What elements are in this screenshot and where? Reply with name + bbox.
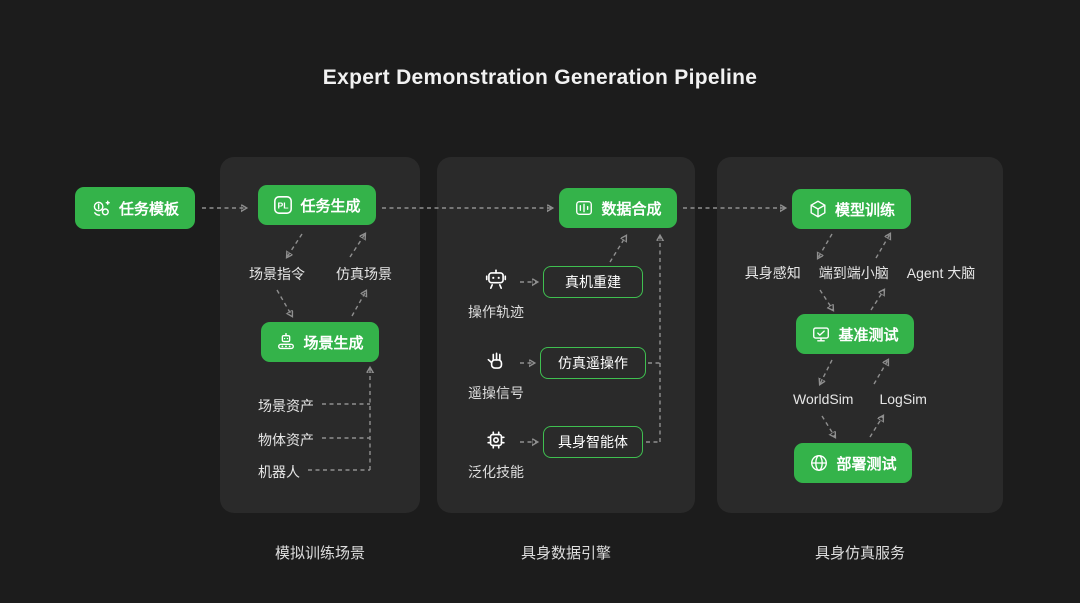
node-label: 部署测试 <box>836 455 897 473</box>
box-embodied-agent: 具身智能体 <box>543 426 643 458</box>
caption-teleop-signal: 遥操信号 <box>468 385 524 401</box>
pl-badge-icon: PL <box>274 196 293 214</box>
label-sim-scene: 仿真场景 <box>336 266 392 282</box>
label-robot: 机器人 <box>258 464 300 480</box>
page-title: Expert Demonstration Generation Pipeline <box>322 66 758 89</box>
node-deployment-testing: 部署测试 <box>794 443 912 483</box>
node-label: 任务模板 <box>118 200 179 218</box>
robot-icon <box>485 269 507 289</box>
node-scene-generation: 场景生成 <box>261 322 379 362</box>
label-row-brains: 具身感知 端到端小脑 Agent 大脑 <box>717 263 1003 283</box>
pl-badge-text: PL <box>278 200 289 210</box>
label-logsim: LogSim <box>879 391 927 407</box>
box-sim-teleoperation: 仿真遥操作 <box>540 347 646 379</box>
monitor-check-icon <box>813 327 830 342</box>
cube-icon <box>810 200 826 218</box>
node-label: 任务生成 <box>300 197 361 215</box>
globe-icon <box>811 455 828 471</box>
label-agent-brain: Agent 大脑 <box>906 265 976 281</box>
label-scene-assets: 场景资产 <box>258 398 314 414</box>
glove-icon <box>487 352 503 369</box>
label-object-assets: 物体资产 <box>258 432 314 448</box>
node-benchmark-testing: 基准测试 <box>796 314 914 354</box>
caption-panel1: 模拟训练场景 <box>274 545 365 562</box>
caption-panel3: 具身仿真服务 <box>814 545 905 562</box>
node-label: 数据合成 <box>601 200 662 218</box>
node-label: 场景生成 <box>303 334 364 352</box>
caption-panel2: 具身数据引擎 <box>520 545 611 562</box>
scene-generation-icon <box>278 333 295 350</box>
node-task-template: 任务模板 <box>75 187 195 229</box>
label-row-sims: WorldSim LogSim <box>717 391 1003 407</box>
node-label: 基准测试 <box>838 326 899 344</box>
money-task-icon <box>93 200 110 216</box>
node-model-training: 模型训练 <box>792 189 911 229</box>
label-embodied-perception: 具身感知 <box>744 265 801 281</box>
label-scene-command: 场景指令 <box>249 266 305 282</box>
caption-generalized-skills: 泛化技能 <box>468 464 524 480</box>
node-task-generation: PL 任务生成 <box>258 185 376 225</box>
node-label: 模型训练 <box>834 201 895 219</box>
caption-operation-trajectory: 操作轨迹 <box>468 304 524 320</box>
label-worldsim: WorldSim <box>793 391 854 407</box>
data-synthesis-icon <box>576 200 593 216</box>
skill-chip-icon <box>487 431 505 449</box>
label-end-to-end-cerebellum: 端到端小脑 <box>818 265 889 281</box>
node-data-synthesis: 数据合成 <box>559 188 677 228</box>
box-real-machine-reconstruction: 真机重建 <box>543 266 643 298</box>
